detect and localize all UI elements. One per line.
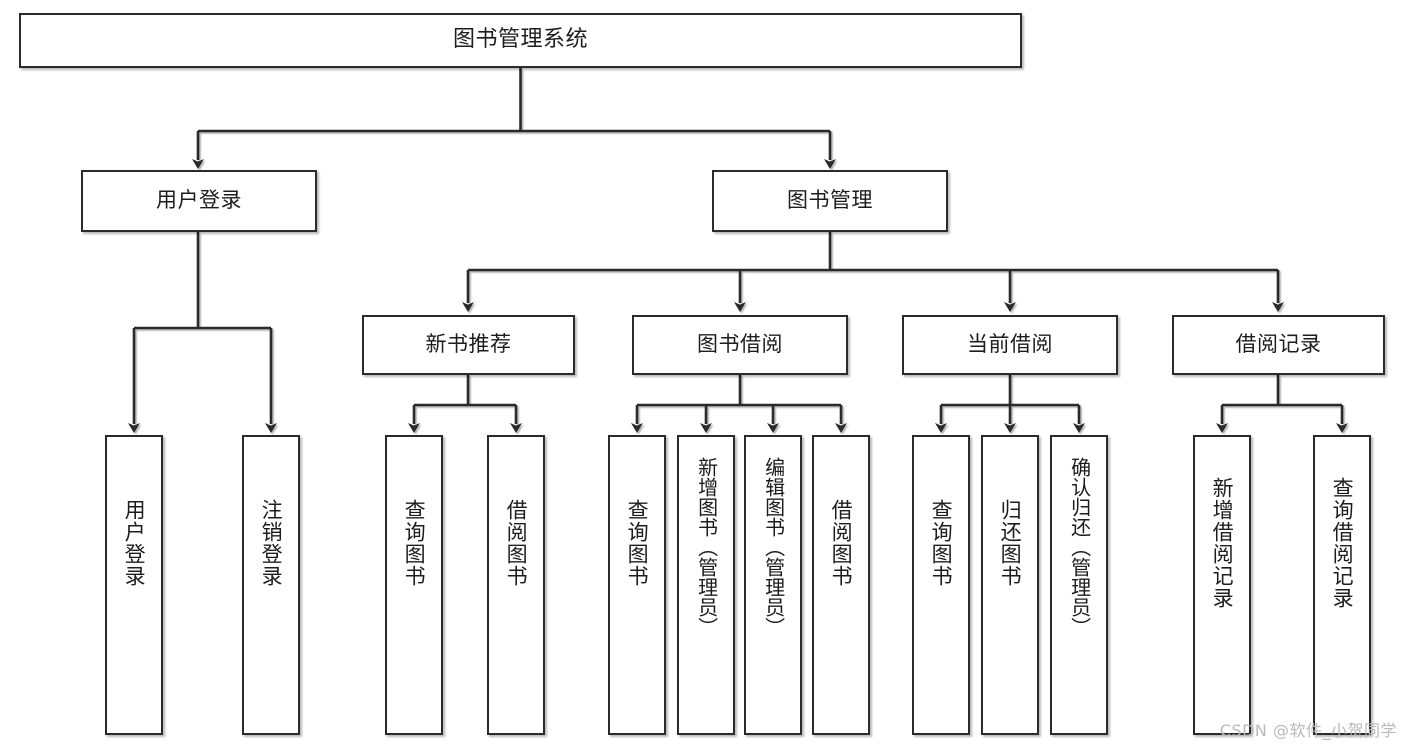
node-label: 借阅图书 <box>829 499 854 587</box>
watermark: CSDN @软件_小贺同学 <box>1219 721 1397 740</box>
node-label: 借阅记录 <box>1235 332 1322 357</box>
leaf-query-book-3[interactable]: 查询图书 <box>912 435 970 735</box>
node-label: 归还图书 <box>998 499 1023 587</box>
node-label: 用户登录 <box>122 499 147 587</box>
leaf-add-record[interactable]: 新增借阅记录 <box>1193 435 1251 735</box>
node-new-book-rec[interactable]: 新书推荐 <box>362 315 575 375</box>
node-label: 当前借阅 <box>967 332 1053 357</box>
leaf-user-login[interactable]: 用户登录 <box>105 435 163 735</box>
node-label: 图书管理 <box>787 188 873 213</box>
node-label: 图书借阅 <box>697 332 783 357</box>
node-label: 编辑图书（管理员） <box>761 457 786 637</box>
leaf-query-book-1[interactable]: 查询图书 <box>385 435 443 735</box>
node-label: 注销登录 <box>259 499 284 587</box>
node-label: 新增图书（管理员） <box>694 457 719 637</box>
leaf-return-book[interactable]: 归还图书 <box>981 435 1039 735</box>
node-label: 查询图书 <box>402 499 427 587</box>
leaf-add-book[interactable]: 新增图书（管理员） <box>677 435 735 735</box>
node-borrow-record[interactable]: 借阅记录 <box>1172 315 1385 375</box>
leaf-confirm-return[interactable]: 确认归还（管理员） <box>1050 435 1108 735</box>
node-label: 借阅图书 <box>504 499 529 587</box>
node-label: 图书管理系统 <box>452 27 588 53</box>
node-book-borrow[interactable]: 图书借阅 <box>632 315 848 375</box>
leaf-query-book-2[interactable]: 查询图书 <box>608 435 666 735</box>
node-label: 查询借阅记录 <box>1330 477 1355 609</box>
node-label: 新书推荐 <box>425 332 512 357</box>
leaf-query-record[interactable]: 查询借阅记录 <box>1313 435 1371 735</box>
node-root-library-system[interactable]: 图书管理系统 <box>19 13 1022 68</box>
leaf-borrow-book-2[interactable]: 借阅图书 <box>812 435 870 735</box>
leaf-borrow-book-1[interactable]: 借阅图书 <box>487 435 545 735</box>
node-label: 查询图书 <box>929 499 954 587</box>
leaf-user-logout[interactable]: 注销登录 <box>242 435 300 735</box>
node-current-borrow[interactable]: 当前借阅 <box>902 315 1118 375</box>
node-label: 用户登录 <box>156 188 242 213</box>
node-label: 查询图书 <box>625 499 650 587</box>
node-user-login[interactable]: 用户登录 <box>81 170 317 232</box>
node-label: 确认归还（管理员） <box>1067 457 1092 637</box>
node-book-manage[interactable]: 图书管理 <box>712 170 948 232</box>
node-label: 新增借阅记录 <box>1210 477 1235 609</box>
leaf-edit-book[interactable]: 编辑图书（管理员） <box>744 435 802 735</box>
